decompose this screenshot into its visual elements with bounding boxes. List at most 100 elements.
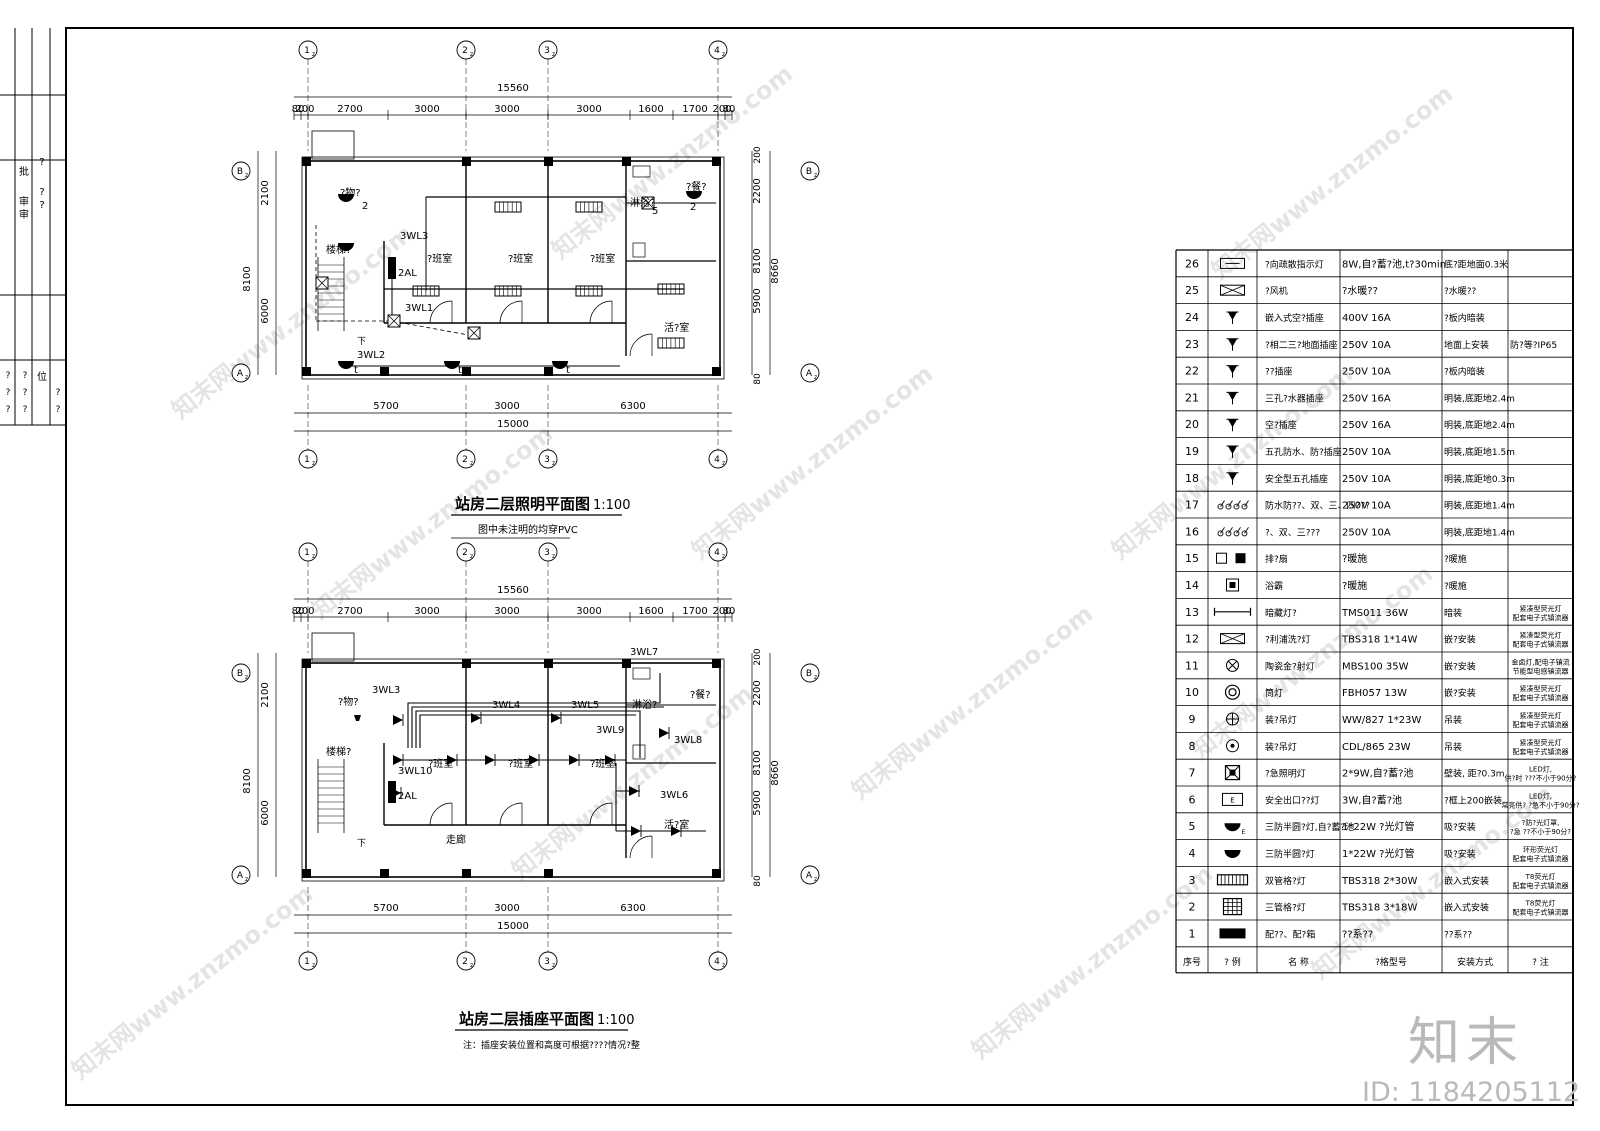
legend-name: 暗藏灯? — [1265, 607, 1297, 619]
legend-name: 双管格?灯 — [1265, 875, 1306, 887]
legend-model: 400V 16A — [1342, 313, 1391, 324]
legend-no: 19 — [1185, 445, 1199, 458]
axis-sub: z — [814, 674, 817, 681]
stair-label: 楼梯? — [326, 745, 351, 758]
legend-remark: LED灯, — [1529, 765, 1552, 774]
axis-label: 3 — [544, 46, 550, 56]
legend-no: 10 — [1185, 686, 1199, 699]
axis-label: 4 — [714, 548, 720, 558]
legend-model: 250V 16A — [1342, 420, 1391, 431]
icon-letter: E — [1242, 829, 1246, 836]
legend-install: 吊装 — [1444, 741, 1462, 753]
socket-icon — [1226, 365, 1239, 378]
door — [499, 802, 523, 826]
socket — [485, 755, 495, 765]
column — [712, 869, 721, 878]
column — [380, 869, 389, 878]
axis-label: B — [237, 669, 243, 679]
plan-label: ?班室 — [427, 252, 452, 265]
legend-name: ?利浦洗?灯 — [1265, 634, 1311, 646]
socket-icon — [1226, 472, 1239, 485]
legend-remark: ?急 ??不小于90分? — [1510, 827, 1571, 836]
axis-sub: z — [722, 553, 725, 560]
dim-left: 2100 — [260, 180, 271, 205]
half-icon — [1224, 850, 1241, 858]
door — [429, 300, 453, 324]
legend-model: FBH057 13W — [1342, 688, 1407, 699]
legend-name: ?风机 — [1265, 285, 1288, 297]
porcelain-icon — [1226, 658, 1239, 672]
legend-install: 明装,底距地1.4m — [1444, 526, 1515, 538]
plan-label: 3WL6 — [660, 790, 688, 801]
legend-no: 6 — [1189, 793, 1196, 806]
door — [589, 802, 613, 826]
axis-sub: z — [470, 460, 473, 467]
legend-install: 明装,底距地2.4m — [1444, 392, 1515, 404]
dim-left: 6000 — [260, 298, 271, 323]
plan-label: ?餐? — [690, 688, 711, 701]
axis-sub: z — [470, 51, 473, 58]
legend-header: 名 称 — [1288, 956, 1309, 968]
legend-name: 防水防??、双、三、四??? — [1265, 500, 1370, 512]
plan-label: 3WL9 — [596, 725, 624, 736]
legend-remark: LED灯, — [1529, 791, 1552, 800]
axis-label: A — [237, 369, 244, 379]
plan-label: 3WL7 — [630, 647, 658, 658]
column — [462, 367, 471, 376]
dim-left: 8100 — [242, 768, 253, 793]
dim-right: 2200 — [752, 680, 763, 705]
socket — [391, 788, 401, 798]
outer-wall-line — [301, 156, 725, 380]
toilet — [632, 744, 646, 760]
axis-label: 3 — [544, 957, 550, 967]
column — [302, 869, 311, 878]
plan-label: ?班室 — [590, 757, 615, 770]
legend-no: 7 — [1189, 767, 1196, 780]
legend-remark: 配套电子式镇流器 — [1513, 854, 1569, 863]
balcony — [311, 632, 355, 662]
outer-wall — [305, 160, 721, 376]
fan-icon — [1220, 284, 1245, 296]
legend-no: 13 — [1185, 606, 1199, 619]
conduit — [415, 710, 641, 758]
axis-sub: z — [470, 553, 473, 560]
dim-top: 2700 — [337, 606, 362, 617]
axis-sub: z — [470, 962, 473, 969]
legend-model: 1*22W ?光灯管 — [1342, 847, 1414, 860]
watermark: 知末网www.znzmo.com — [1206, 80, 1458, 285]
plan-label: 2 — [690, 202, 696, 213]
bath-icon — [1226, 578, 1239, 592]
axis-sub: z — [312, 460, 315, 467]
legend-name: 排?扇 — [1265, 553, 1288, 565]
dim-top: 80 — [723, 606, 736, 617]
column — [544, 367, 553, 376]
washbasin — [632, 667, 651, 680]
side-mark: ? — [6, 371, 11, 381]
dim-top: 200 — [295, 104, 314, 115]
legend-header: 序号 — [1183, 956, 1201, 968]
axis-bubble — [231, 363, 251, 383]
legend-name: 三防半圆?灯 — [1265, 848, 1315, 860]
legend-name: 陶瓷金?射灯 — [1265, 660, 1315, 672]
socket — [529, 755, 539, 765]
plan-label: ?物? — [340, 186, 361, 199]
axis-label: 1 — [304, 957, 310, 967]
legend-model: TBS318 3*18W — [1341, 903, 1417, 914]
legend-install: ?框上200嵌装 — [1444, 794, 1502, 806]
exit-sign-icon — [1220, 257, 1245, 269]
legend-no: 22 — [1185, 365, 1199, 378]
side-mark: ? — [6, 388, 11, 398]
dim-top: 80 — [292, 104, 305, 115]
plan2-title: 站房二层插座平面图 — [459, 1010, 594, 1028]
legend-install: 底?距地面0.3米 — [1444, 258, 1508, 270]
plan-label: 活?室 — [664, 818, 689, 831]
legend-remark: T8荧光灯 — [1525, 899, 1556, 908]
dim-top: 200 — [712, 104, 731, 115]
legend-no: 16 — [1185, 525, 1199, 538]
plan2-scale: 1:100 — [597, 1013, 634, 1028]
floor-socket-icon — [1226, 338, 1239, 351]
side-mark: ? — [23, 388, 28, 398]
socket — [354, 715, 361, 721]
door — [499, 300, 523, 324]
